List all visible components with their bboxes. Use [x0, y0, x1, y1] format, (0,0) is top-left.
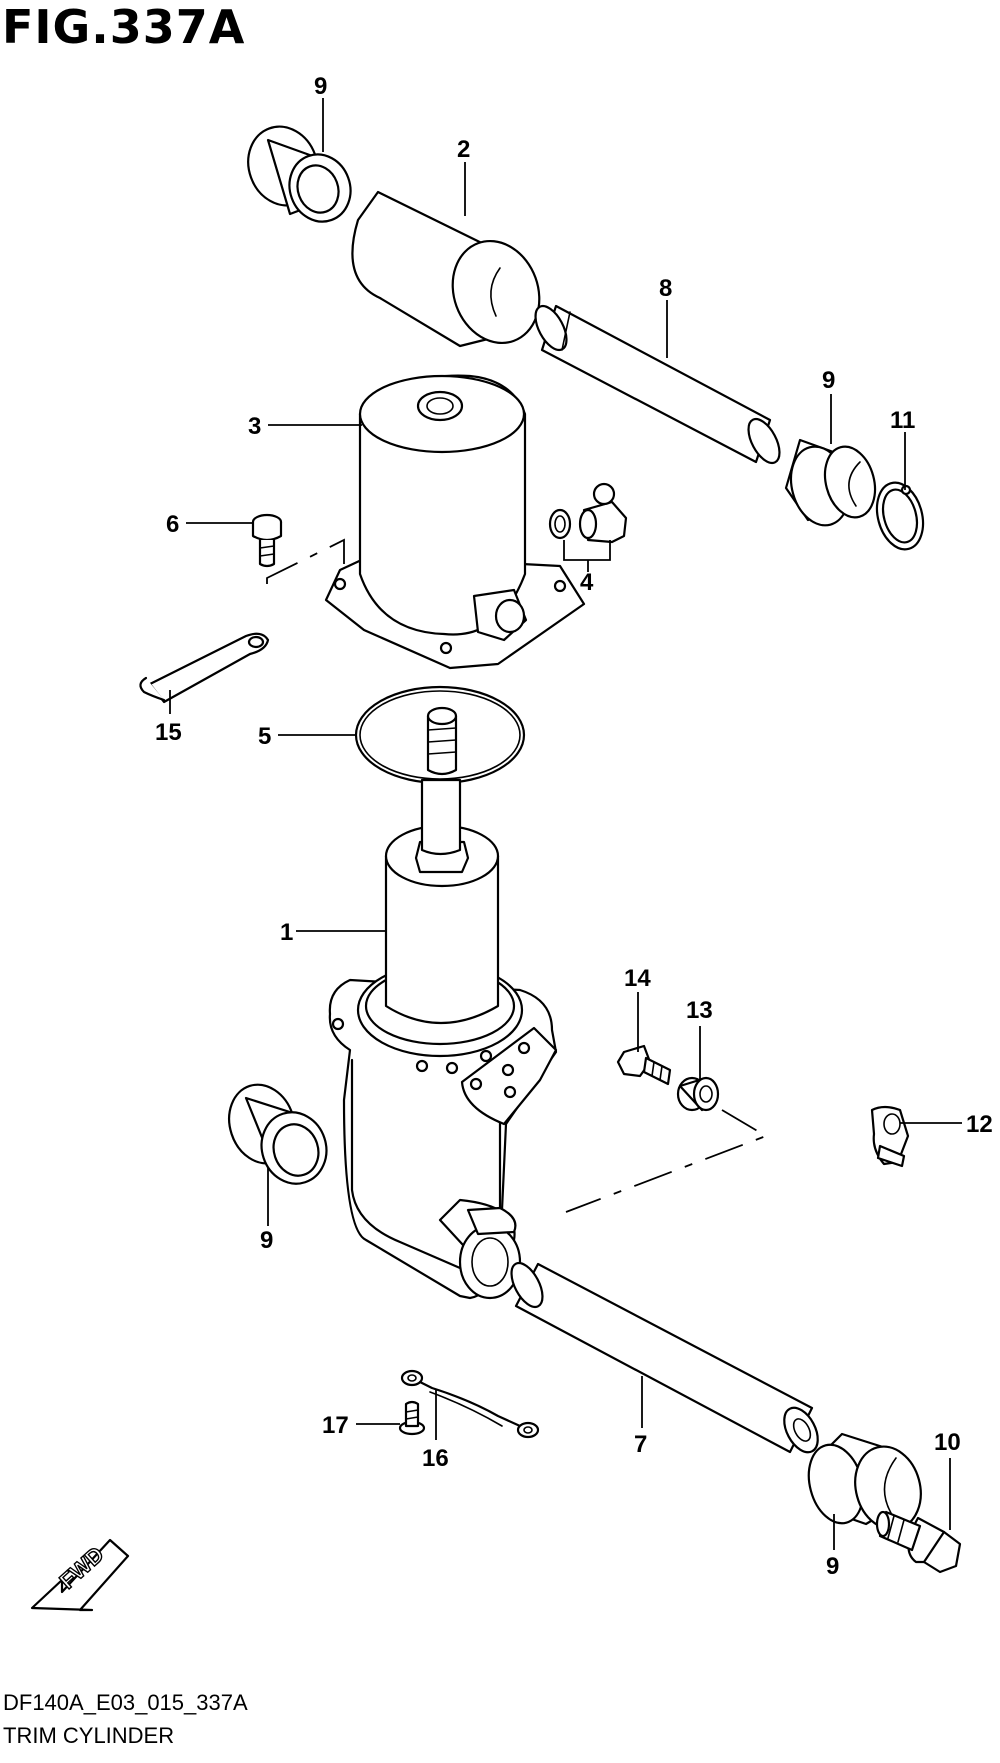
callout-9-bottom: 9 — [826, 1553, 839, 1580]
callout-9-left: 9 — [260, 1227, 273, 1254]
part-14-bolt — [616, 1044, 672, 1086]
callout-16: 16 — [422, 1445, 449, 1472]
part-13-leader-dash — [565, 1109, 769, 1213]
part-3-cylinder-head — [324, 374, 586, 670]
part-8-pin — [534, 304, 781, 465]
leader-lines — [169, 98, 962, 1550]
callout-17: 17 — [322, 1412, 349, 1439]
callout-10: 10 — [934, 1429, 961, 1456]
part-6-screw — [251, 513, 283, 568]
part-4-fitting — [548, 482, 628, 544]
callout-labels: 9 2 8 9 11 3 6 4 15 5 1 14 13 12 9 17 16… — [155, 73, 993, 1580]
part-13-collar — [676, 1076, 720, 1112]
figure-title: FIG.337A — [2, 0, 246, 54]
part-15-clip — [139, 632, 270, 704]
part-2-cap — [351, 190, 541, 348]
part-10-bolt — [875, 1510, 962, 1574]
callout-5: 5 — [258, 723, 271, 750]
callout-12: 12 — [966, 1111, 993, 1138]
callout-2: 2 — [457, 136, 470, 163]
part-12-clamp — [870, 1105, 910, 1168]
part-9-bushing-left — [228, 1083, 328, 1185]
callout-4: 4 — [580, 569, 594, 596]
figure-name: TRIM CYLINDER — [3, 1723, 175, 1748]
part-6-leader-dash — [266, 538, 345, 584]
part-16-ground-wire — [400, 1369, 540, 1439]
part-9-bushing-bottom — [807, 1432, 922, 1531]
part-9-bushing-top — [247, 125, 352, 223]
fwd-arrow-icon: FWD — [30, 1538, 130, 1612]
callout-9-top: 9 — [314, 73, 327, 100]
callout-1: 1 — [280, 919, 293, 946]
part-17-screw — [398, 1400, 426, 1436]
part-9-bushing-right — [784, 438, 877, 527]
callout-9-right: 9 — [822, 367, 835, 394]
callout-11: 11 — [890, 407, 915, 434]
callout-6: 6 — [166, 511, 179, 538]
callout-15: 15 — [155, 719, 182, 746]
callout-14: 14 — [624, 965, 651, 992]
callout-7: 7 — [634, 1431, 647, 1458]
part-7-pin — [510, 1261, 819, 1454]
part-1-cylinder-body — [328, 706, 558, 1300]
callout-8: 8 — [659, 275, 672, 302]
callout-3: 3 — [248, 413, 261, 440]
figure-code: DF140A_E03_015_337A — [3, 1690, 248, 1715]
callout-13: 13 — [686, 997, 713, 1024]
part-11-snap-ring — [875, 481, 925, 551]
